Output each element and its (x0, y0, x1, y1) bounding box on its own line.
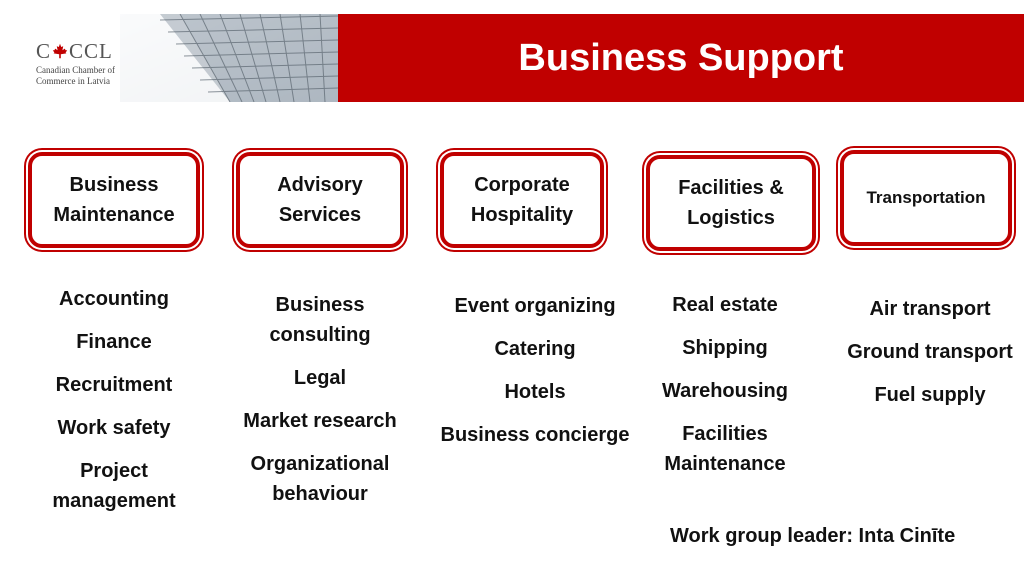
list-item: Facilities Maintenance (664, 423, 786, 475)
list-item: Organizational behaviour (250, 453, 390, 505)
category-business-maintenance: Business Maintenance (28, 152, 200, 248)
list-item: Business concierge (440, 424, 630, 446)
logo-text: C CCL Canadian Chamber of Commerce in La… (36, 40, 126, 87)
list-item: Market research (243, 410, 397, 432)
maple-leaf-icon (52, 43, 68, 59)
list-item: Ground transport (847, 341, 1013, 363)
list-item: Legal (293, 367, 347, 389)
list-item: Work safety (57, 417, 171, 439)
category-advisory-services: Advisory Services (236, 152, 404, 248)
header: C CCL Canadian Chamber of Commerce in La… (0, 14, 1024, 102)
logo-subtitle: Canadian Chamber of Commerce in Latvia (36, 65, 126, 87)
category-label: Transportation (866, 188, 986, 207)
list-item: Business consulting (269, 294, 371, 346)
column-advisory-services: Business consulting Legal Market researc… (230, 290, 410, 522)
list-item: Finance (76, 331, 152, 353)
category-label: Hospitality (470, 204, 574, 226)
category-label: Corporate (474, 174, 570, 196)
logo-mark: C CCL (36, 39, 113, 63)
logo-line-2: Commerce in Latvia (36, 76, 110, 86)
category-label: Business (69, 174, 159, 196)
list-item: Recruitment (55, 374, 173, 396)
column-transportation: Air transport Ground transport Fuel supp… (836, 294, 1024, 423)
list-item: Event organizing (454, 295, 616, 317)
list-item: Air transport (869, 298, 991, 320)
list-item: Hotels (504, 381, 566, 403)
list-item: Fuel supply (874, 384, 986, 406)
logo: C CCL Canadian Chamber of Commerce in La… (0, 14, 120, 102)
category-label: Facilities & (678, 177, 784, 199)
category-label: Logistics (687, 207, 775, 229)
category-label: Advisory (277, 174, 363, 196)
logo-line-1: Canadian Chamber of (36, 65, 115, 75)
column-business-maintenance: Accounting Finance Recruitment Work safe… (24, 284, 204, 529)
category-corporate-hospitality: Corporate Hospitality (440, 152, 604, 248)
category-facilities-logistics: Facilities & Logistics (646, 155, 816, 251)
title-bar: Business Support (338, 14, 1024, 102)
category-label: Maintenance (53, 204, 175, 226)
category-label: Services (278, 204, 362, 226)
list-item: Project management (52, 460, 176, 512)
work-group-leader: Work group leader: Inta Cinīte (670, 525, 956, 547)
category-transportation: Transportation (840, 150, 1012, 246)
page-title: Business Support (518, 36, 844, 79)
column-facilities-logistics: Real estate Shipping Warehousing Facilit… (640, 290, 810, 492)
column-corporate-hospitality: Event organizing Catering Hotels Busines… (430, 291, 640, 463)
list-item: Real estate (672, 294, 778, 316)
building-image (120, 14, 338, 102)
list-item: Catering (494, 338, 576, 360)
list-item: Warehousing (662, 380, 788, 402)
list-item: Accounting (59, 288, 169, 310)
list-item: Shipping (682, 337, 768, 359)
